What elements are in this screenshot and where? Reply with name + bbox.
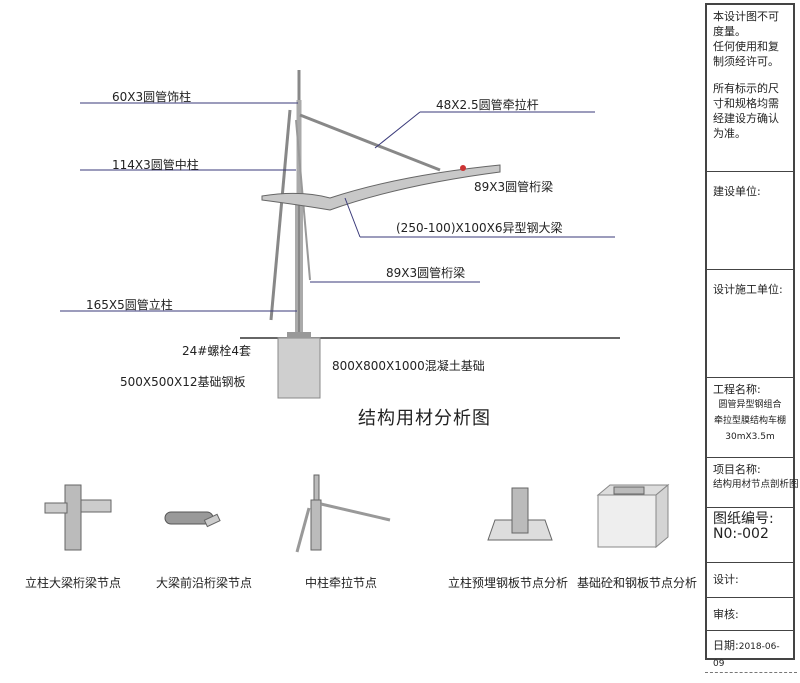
caption-detail-3: 中柱牵拉节点 bbox=[305, 576, 378, 590]
caption-detail-1: 立柱大梁桁梁节点 bbox=[25, 576, 122, 590]
designer-cell: 设计: bbox=[707, 563, 793, 598]
drawing-no: N0:-002 bbox=[713, 526, 769, 542]
drawing-no-label: 图纸编号: bbox=[713, 511, 774, 527]
label-bolts: 24#螺栓4套 bbox=[182, 344, 251, 358]
contractor-label: 设计施工单位: bbox=[713, 283, 783, 296]
detail-embedded-plate bbox=[487, 487, 553, 541]
caption-detail-2: 大梁前沿桁梁节点 bbox=[156, 576, 253, 590]
detail-illustrations bbox=[44, 474, 670, 553]
drawing-title: 结构用材分析图 bbox=[358, 408, 491, 429]
label-column: 165X5圆管立柱 bbox=[86, 298, 173, 312]
notice-1: 本设计图不可度量。 bbox=[713, 10, 779, 38]
leader-beam bbox=[344, 197, 361, 238]
caption-detail-4: 立柱预埋钢板节点分析 bbox=[448, 576, 569, 590]
rear-strut bbox=[269, 109, 292, 321]
item-cell: 项目名称: 结构用材节点剖析图 bbox=[707, 458, 799, 508]
item-value: 结构用材节点剖析图 bbox=[713, 479, 799, 490]
dashed-divider bbox=[705, 672, 797, 673]
project-line-3: 30mX3.5m bbox=[725, 432, 775, 442]
base-plate bbox=[287, 332, 311, 338]
detail-column-beam-joint bbox=[44, 484, 112, 551]
detail-beam-front-joint bbox=[164, 511, 221, 528]
label-tie-rod: 48X2.5圆管牵拉杆 bbox=[436, 98, 539, 112]
project-label: 工程名称: bbox=[713, 383, 761, 396]
main-beam bbox=[261, 164, 501, 211]
project-line-1: 圆管异型钢组合 bbox=[718, 400, 782, 410]
caption-detail-5: 基础砼和钢板节点分析 bbox=[577, 576, 698, 590]
detail-mid-column-tie bbox=[295, 474, 391, 553]
label-foundation: 800X800X1000混凝土基础 bbox=[332, 359, 485, 373]
client-label: 建设单位: bbox=[713, 185, 761, 198]
notice-cell: 本设计图不可度量。 任何使用和复制须经许可。 所有标示的尺寸和规格均需经建设方确… bbox=[707, 5, 793, 172]
label-mid-column: 114X3圆管中柱 bbox=[112, 158, 199, 172]
label-purlin-front: 89X3圆管桁梁 bbox=[474, 180, 554, 194]
date-value: 2018-06-09 bbox=[713, 642, 780, 669]
purlin-dot bbox=[460, 165, 466, 171]
contractor-cell: 设计施工单位: bbox=[707, 270, 793, 378]
structure-drawing bbox=[60, 70, 620, 399]
item-label: 项目名称: bbox=[713, 463, 761, 476]
concrete-foundation bbox=[277, 337, 321, 399]
date-cell: 日期:2018-06-09 bbox=[707, 631, 793, 669]
tie-rod bbox=[299, 113, 441, 172]
title-block: 本设计图不可度量。 任何使用和复制须经许可。 所有标示的尺寸和规格均需经建设方确… bbox=[705, 3, 799, 669]
client-cell: 建设单位: bbox=[707, 172, 793, 270]
label-base-plate: 500X500X12基础钢板 bbox=[120, 375, 246, 389]
label-deco-column: 60X3圆管饰柱 bbox=[112, 90, 192, 104]
drawing-no-cell: 图纸编号: N0:-002 bbox=[707, 508, 793, 563]
date-label: 日期: bbox=[713, 639, 739, 652]
designer-label: 设计: bbox=[713, 573, 739, 586]
notice-3: 所有标示的尺寸和规格均需经建设方确认为准。 bbox=[713, 82, 779, 140]
label-purlin-mid: 89X3圆管桁梁 bbox=[386, 266, 466, 280]
notice-2: 任何使用和复制须经许可。 bbox=[713, 40, 779, 68]
reviewer-cell: 审核: bbox=[707, 598, 793, 631]
leader-tie bbox=[374, 111, 421, 149]
project-cell: 工程名称: 圆管异型钢组合 牵拉型膜结构车棚 30mX3.5m bbox=[707, 378, 793, 458]
detail-foundation-plate bbox=[596, 483, 670, 549]
label-main-beam: (250-100)X100X6异型钢大梁 bbox=[396, 221, 563, 235]
reviewer-label: 审核: bbox=[713, 608, 739, 621]
project-line-2: 牵拉型膜结构车棚 bbox=[713, 416, 786, 426]
